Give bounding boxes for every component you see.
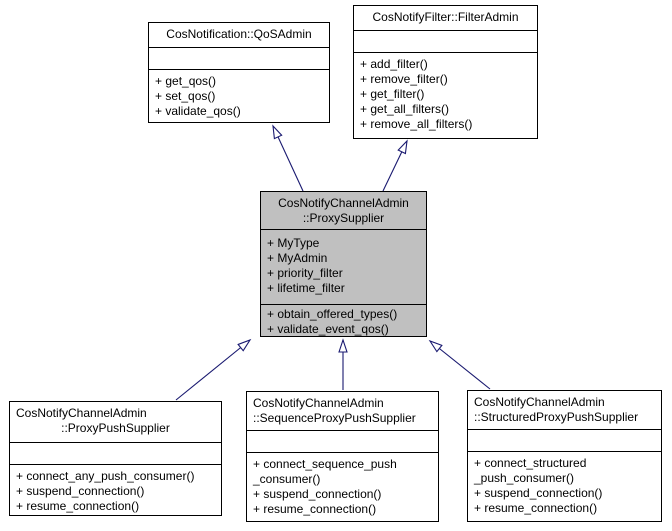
class-methods-compartment: + connect_structured _push_consumer() + … [468, 451, 661, 516]
inheritance-arrow-proxysupplier-to-qosadmin [272, 124, 304, 192]
class-title-compartment: CosNotifyChannelAdmin ::ProxyPushSupplie… [10, 402, 221, 442]
class-title-compartment: CosNotifyFilter::FilterAdmin [354, 6, 537, 30]
class-title-compartment: CosNotifyChannelAdmin ::ProxySupplier [261, 192, 426, 229]
class-methods-compartment: + get_qos() + set_qos() + validate_qos() [149, 69, 329, 119]
inheritance-arrow-structuredproxypushsupplier-to-proxysupplier [428, 339, 491, 390]
method-line: + resume_connection() [16, 499, 140, 513]
method-line: + validate_event_qos() [267, 322, 389, 336]
class-title-compartment: CosNotifyChannelAdmin ::StructuredProxyP… [468, 391, 661, 429]
attribute-line: + lifetime_filter [267, 281, 345, 295]
class-name: ::ProxySupplier [302, 211, 385, 225]
class-node-qos-admin[interactable]: CosNotification::QoSAdmin + get_qos() + … [148, 22, 330, 123]
class-name: CosNotifyChannelAdmin [474, 395, 605, 409]
class-node-filter-admin[interactable]: CosNotifyFilter::FilterAdmin + add_filte… [353, 5, 538, 139]
class-attributes-compartment [247, 430, 438, 452]
class-node-proxy-push-supplier[interactable]: CosNotifyChannelAdmin ::ProxyPushSupplie… [9, 401, 222, 516]
inheritance-arrow-proxysupplier-to-filteradmin [382, 139, 408, 192]
class-methods-compartment: + connect_sequence_push _consumer() + su… [247, 452, 438, 517]
class-name: CosNotifyChannelAdmin [16, 406, 147, 420]
method-line: + add_filter() [360, 57, 428, 71]
class-attributes-compartment: + MyType + MyAdmin + priority_filter + l… [261, 229, 426, 304]
class-methods-compartment: + connect_any_push_consumer() + suspend_… [10, 464, 221, 514]
class-title-compartment: CosNotifyChannelAdmin ::SequenceProxyPus… [247, 392, 438, 430]
class-node-proxy-supplier: CosNotifyChannelAdmin ::ProxySupplier + … [260, 191, 427, 337]
class-attributes-compartment [354, 30, 537, 52]
class-name: CosNotifyChannelAdmin [253, 396, 384, 410]
class-attributes-compartment [149, 47, 329, 69]
method-line: + set_qos() [155, 89, 216, 103]
method-line: + obtain_offered_types() [267, 307, 398, 321]
method-line: + get_qos() [155, 74, 217, 88]
class-methods-compartment: + obtain_offered_types() + validate_even… [261, 304, 426, 337]
method-line: + remove_all_filters() [360, 117, 473, 131]
class-name: ::ProxyPushSupplier [61, 421, 170, 435]
class-node-sequence-proxy-push-supplier[interactable]: CosNotifyChannelAdmin ::SequenceProxyPus… [246, 391, 439, 522]
method-line: + connect_structured [474, 456, 587, 470]
class-name: ::StructuredProxyPushSupplier [474, 410, 639, 424]
class-name: ::SequenceProxyPushSupplier [253, 411, 416, 425]
class-title-compartment: CosNotification::QoSAdmin [149, 23, 329, 47]
method-line: + suspend_connection() [253, 487, 382, 501]
method-line: + validate_qos() [155, 104, 241, 118]
method-line: _push_consumer() [474, 471, 575, 485]
attribute-line: + priority_filter [267, 266, 343, 280]
class-methods-compartment: + add_filter() + remove_filter() + get_f… [354, 52, 537, 132]
method-line: _consumer() [253, 472, 321, 486]
class-attributes-compartment [468, 429, 661, 451]
class-attributes-compartment [10, 442, 221, 464]
class-node-structured-proxy-push-supplier[interactable]: CosNotifyChannelAdmin ::StructuredProxyP… [467, 390, 662, 522]
method-line: + get_all_filters() [360, 102, 450, 116]
method-line: + remove_filter() [360, 72, 448, 86]
method-line: + suspend_connection() [474, 486, 603, 500]
method-line: + resume_connection() [253, 502, 377, 516]
attribute-line: + MyAdmin [267, 251, 328, 265]
method-line: + resume_connection() [474, 501, 598, 515]
method-line: + suspend_connection() [16, 484, 145, 498]
method-line: + connect_any_push_consumer() [16, 469, 195, 483]
method-line: + get_filter() [360, 87, 425, 101]
attribute-line: + MyType [267, 236, 320, 250]
class-name: CosNotification::QoSAdmin [166, 27, 312, 41]
class-name: CosNotifyFilter::FilterAdmin [372, 10, 519, 24]
inheritance-arrow-proxypushsupplier-to-proxysupplier [175, 338, 252, 401]
class-name: CosNotifyChannelAdmin [278, 196, 409, 210]
method-line: + connect_sequence_push [253, 457, 397, 471]
